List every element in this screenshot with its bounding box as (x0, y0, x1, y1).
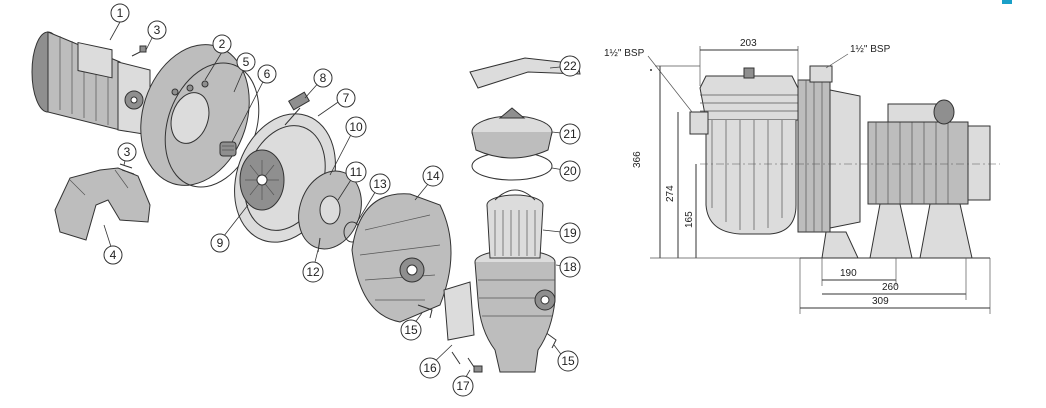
part-screws-upper (131, 45, 147, 57)
dim-axis-height: 274 (665, 112, 679, 258)
part-diffuser (298, 170, 362, 250)
svg-text:19: 19 (563, 226, 577, 240)
part-clamp-right (544, 331, 557, 349)
svg-text:4: 4 (110, 248, 117, 262)
callout-13: 13 (369, 173, 391, 195)
callout-20: 20 (559, 160, 581, 182)
part-lid-wrench (469, 57, 581, 89)
part-mechanical-seal (219, 141, 237, 157)
svg-text:21: 21 (563, 127, 577, 141)
callout-11: 11 (345, 161, 367, 183)
svg-text:5: 5 (243, 55, 250, 69)
part-screw-12 (317, 237, 321, 253)
svg-text:13: 13 (373, 177, 387, 191)
dim-overall-length: 309 (799, 258, 991, 314)
svg-text:6: 6 (264, 67, 271, 81)
svg-text:15: 15 (561, 354, 575, 368)
svg-text:309: 309 (872, 296, 889, 307)
callout-14: 14 (422, 165, 444, 187)
svg-text:16: 16 (423, 361, 437, 375)
svg-text:203: 203 (740, 38, 757, 49)
callouts: 1 2 3 3 4 5 6 7 8 9 10 11 12 13 14 15 15… (103, 3, 581, 397)
svg-text:260: 260 (882, 282, 899, 293)
svg-text:22: 22 (563, 59, 577, 73)
callout-8: 8 (313, 68, 333, 88)
callout-4: 4 (103, 245, 123, 265)
dim-inlet-label: 1½" BSP (604, 48, 693, 113)
svg-text:8: 8 (320, 71, 327, 85)
svg-text:2: 2 (219, 37, 226, 51)
part-basket (486, 189, 544, 259)
dim-outlet-label: 1½" BSP (825, 44, 891, 69)
svg-text:274: 274 (665, 185, 676, 202)
side-view-pump (689, 65, 991, 259)
callout-3-lower: 3 (117, 142, 137, 162)
svg-text:7: 7 (343, 91, 350, 105)
svg-text:3: 3 (154, 23, 161, 37)
svg-text:11: 11 (350, 165, 363, 179)
exploded-view: 1 2 3 3 4 5 6 7 8 9 10 11 12 13 14 15 15… (31, 3, 581, 397)
callout-22: 22 (559, 55, 581, 77)
svg-text:20: 20 (563, 164, 577, 178)
callout-2: 2 (212, 34, 232, 54)
callout-15-left: 15 (400, 319, 422, 341)
callout-10: 10 (345, 116, 367, 138)
svg-text:190: 190 (840, 268, 857, 279)
callout-3-upper: 3 (147, 20, 167, 40)
callout-17: 17 (452, 375, 474, 397)
part-lid (471, 107, 553, 159)
callout-7: 7 (336, 88, 356, 108)
svg-text:165: 165 (684, 211, 695, 228)
svg-text:12: 12 (306, 265, 320, 279)
callout-9: 9 (210, 233, 230, 253)
callout-1: 1 (110, 3, 130, 23)
callout-19: 19 (559, 222, 581, 244)
dim-inlet-height: 165 (684, 164, 697, 258)
svg-text:1½" BSP: 1½" BSP (850, 44, 891, 55)
part-strainer-pot (474, 249, 556, 373)
part-clamp-left (417, 304, 433, 319)
svg-text:10: 10 (349, 120, 363, 134)
accent-mark (1002, 0, 1012, 4)
svg-text:15: 15 (404, 323, 418, 337)
callout-15-right: 15 (557, 350, 579, 372)
dim-base-width: 260 (822, 258, 967, 300)
dim-foot-spacing: 190 (821, 258, 897, 286)
part-impeller (239, 149, 285, 211)
part-screws-lower (119, 163, 135, 175)
part-flange (443, 281, 475, 341)
dim-overall-height: 366 (632, 65, 700, 258)
svg-text:1: 1 (117, 6, 124, 20)
part-pump-housing (351, 193, 452, 323)
svg-text:18: 18 (563, 260, 577, 274)
callout-16: 16 (419, 357, 441, 379)
callout-21: 21 (559, 123, 581, 145)
svg-text:9: 9 (217, 236, 224, 250)
part-drain-plugs (451, 351, 483, 373)
part-motor (31, 31, 151, 136)
callout-5: 5 (236, 52, 256, 72)
callout-12: 12 (302, 261, 324, 283)
svg-text:14: 14 (426, 169, 440, 183)
svg-text:1½" BSP: 1½" BSP (604, 48, 645, 59)
callout-18: 18 (559, 256, 581, 278)
svg-text:3: 3 (124, 145, 131, 159)
dimension-drawing: 203 1½" BSP 1½" BSP 366 274 165 (604, 38, 1000, 314)
svg-text:17: 17 (456, 379, 470, 393)
part-base (54, 167, 151, 241)
callout-6: 6 (257, 64, 277, 84)
svg-text:366: 366 (632, 151, 643, 168)
